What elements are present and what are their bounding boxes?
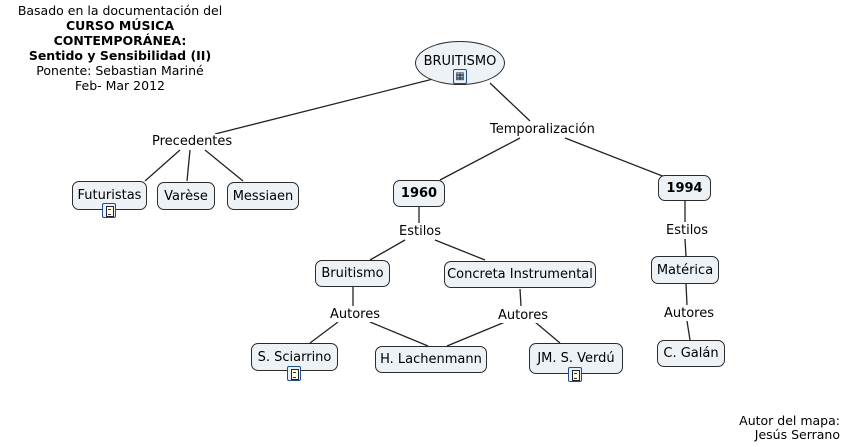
node-galan-label: C. Galán: [663, 346, 719, 361]
map-author: Autor del mapa: Jesús Serrano: [739, 414, 840, 442]
link-label-temporalizacion: Temporalización: [489, 122, 596, 137]
author-label: Autor del mapa:: [739, 413, 840, 428]
node-materica[interactable]: Matérica: [651, 256, 719, 284]
line-estilos-bruitismo: [369, 239, 406, 261]
source-header: Basado en la documentación del CURSO MÚS…: [0, 3, 240, 93]
header-course-subtitle: Sentido y Sensibilidad (II): [28, 48, 212, 63]
line-autores-lachenmann-2: [446, 321, 506, 347]
header-line-1: Basado en la documentación del: [17, 3, 223, 18]
line-autores-lachenmann-1: [369, 321, 429, 347]
node-bruitismo-label: Bruitismo: [321, 266, 384, 281]
line-temporalizacion-1960: [439, 137, 521, 181]
node-materica-label: Matérica: [656, 262, 714, 278]
line-precedentes-futuristas: [144, 149, 181, 182]
node-1994[interactable]: 1994: [658, 175, 711, 201]
node-varese[interactable]: Varèse: [157, 182, 215, 210]
node-sciarrino[interactable]: S. Sciarrino: [251, 343, 338, 371]
node-lachenmann[interactable]: H. Lachenmann: [375, 346, 487, 373]
node-sciarrino-label: S. Sciarrino: [257, 349, 332, 365]
node-futuristas[interactable]: Futuristas: [72, 181, 147, 210]
line-root-temporalizacion: [489, 82, 531, 122]
line-estilos-materica: [684, 238, 687, 257]
node-messiaen-label: Messiaen: [232, 188, 294, 204]
link-label-autores-bruitismo: Autores: [329, 307, 382, 322]
node-verdu-label: JM. S. Verdú: [537, 351, 615, 366]
line-autores-verdu: [534, 321, 561, 344]
node-concreta-label: Concreta Instrumental: [447, 267, 593, 282]
node-bruitismo[interactable]: Bruitismo: [315, 260, 390, 287]
document-icon[interactable]: [102, 203, 116, 218]
node-futuristas-label: Futuristas: [77, 188, 142, 203]
line-concreta-autores: [519, 288, 522, 307]
line-root-precedentes: [214, 77, 438, 135]
line-autores-galan: [686, 320, 691, 341]
document-icon[interactable]: [568, 367, 582, 382]
node-lachenmann-label: H. Lachenmann: [380, 352, 482, 367]
concept-map-icon[interactable]: ▦: [453, 69, 467, 84]
node-concreta-instrumental[interactable]: Concreta Instrumental: [444, 261, 596, 288]
node-varese-label: Varèse: [164, 188, 208, 204]
header-speaker: Ponente: Sebastian Mariné: [36, 63, 204, 78]
node-galan[interactable]: C. Galán: [657, 340, 725, 367]
line-autores-sciarrino: [309, 321, 339, 344]
root-label: BRUITISMO: [423, 54, 497, 69]
node-1960[interactable]: 1960: [393, 180, 445, 207]
link-label-estilos-1994: Estilos: [665, 223, 710, 238]
document-icon[interactable]: [287, 366, 301, 381]
header-date: Feb- Mar 2012: [75, 78, 165, 93]
node-messiaen[interactable]: Messiaen: [227, 182, 299, 210]
link-label-estilos-1960: Estilos: [398, 224, 443, 239]
line-estilos-concreta: [434, 239, 486, 261]
line-materica-autores: [685, 283, 688, 306]
node-1994-label: 1994: [666, 180, 703, 196]
link-label-autores-concreta: Autores: [497, 308, 550, 323]
header-course-title: CURSO MÚSICA CONTEMPORÁNEA:: [53, 18, 187, 48]
line-temporalizacion-1994: [564, 137, 666, 178]
line-precedentes-varese: [186, 149, 191, 182]
node-1960-label: 1960: [400, 186, 438, 201]
line-precedentes-messiaen: [204, 149, 244, 182]
author-name: Jesús Serrano: [754, 427, 840, 442]
link-label-autores-materica: Autores: [663, 306, 716, 321]
link-label-precedentes: Precedentes: [151, 134, 234, 149]
